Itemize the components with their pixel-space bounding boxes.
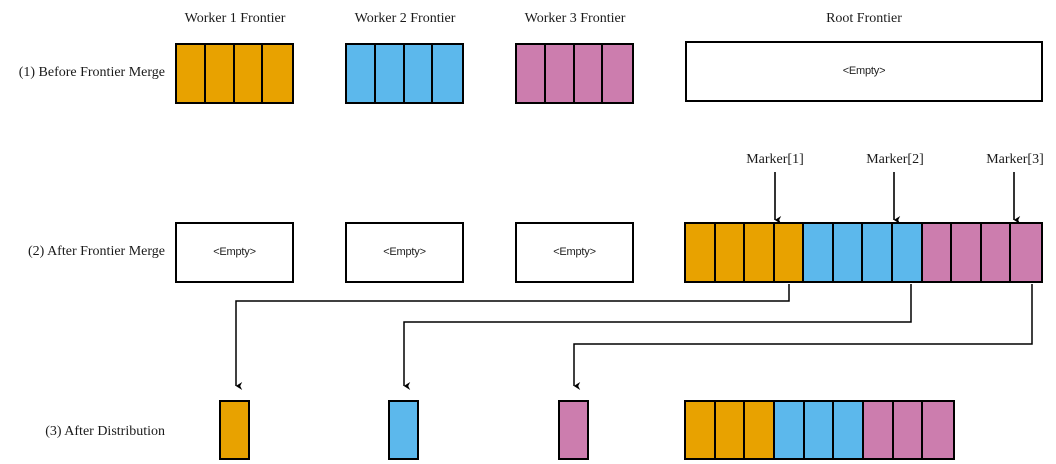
stage2-root-cell — [952, 224, 982, 281]
stage2-worker1-frontier-empty: <Empty> — [175, 222, 294, 283]
stage2-root-cell — [981, 224, 1012, 281]
stage3-root-cell — [804, 402, 835, 458]
column-title-worker-1: Worker 1 Frontier — [184, 11, 286, 26]
stage3-worker3-cell — [560, 402, 587, 458]
stage1-worker1-cell — [205, 45, 235, 102]
stage3-root-frontier — [684, 400, 955, 460]
stage2-root-cell — [804, 224, 834, 281]
stage3-root-cell — [923, 402, 953, 458]
stage3-worker2-cell — [390, 402, 417, 458]
distribution-connector-worker-1 — [235, 284, 790, 390]
stage2-root-cell — [745, 224, 775, 281]
stage1-worker1-cell — [263, 45, 292, 102]
stage1-worker3-cell — [603, 45, 632, 102]
marker-label-2: Marker[2] — [866, 152, 924, 167]
stage3-root-cell — [834, 402, 864, 458]
stage3-root-cell — [863, 402, 894, 458]
stage2-worker2-frontier-empty: <Empty> — [345, 222, 464, 283]
empty-label: <Empty> — [383, 246, 426, 258]
empty-label: <Empty> — [553, 246, 596, 258]
stage1-worker2-cell — [347, 45, 376, 102]
distribution-connector-worker-3 — [573, 284, 1033, 390]
stage2-root-cell — [922, 224, 953, 281]
stage2-root-cell — [893, 224, 923, 281]
stage3-worker1-frontier — [219, 400, 250, 460]
marker-label-3: Marker[3] — [986, 152, 1044, 167]
stage3-root-cell — [774, 402, 805, 458]
marker-label-1: Marker[1] — [746, 152, 804, 167]
stage3-root-cell — [893, 402, 924, 458]
stage2-root-cell — [1011, 224, 1041, 281]
stage1-worker2-frontier — [345, 43, 464, 104]
column-title-worker-3: Worker 3 Frontier — [524, 11, 626, 26]
stage2-root-frontier — [684, 222, 1043, 283]
stage1-worker3-cell — [517, 45, 546, 102]
row-label-before-merge: (1) Before Frontier Merge — [18, 65, 165, 80]
distribution-connector-worker-2 — [403, 284, 912, 390]
stage1-worker3-cell — [545, 45, 575, 102]
empty-label: <Empty> — [213, 246, 256, 258]
stage3-worker3-frontier — [558, 400, 589, 460]
row-label-after-merge: (2) After Frontier Merge — [28, 244, 165, 259]
stage1-worker2-cell — [433, 45, 462, 102]
stage2-root-cell — [715, 224, 746, 281]
column-title-root: Root Frontier — [826, 11, 902, 26]
stage1-worker3-cell — [574, 45, 604, 102]
stage1-worker1-cell — [234, 45, 264, 102]
stage2-root-cell — [863, 224, 894, 281]
stage1-worker2-cell — [404, 45, 434, 102]
column-title-worker-2: Worker 2 Frontier — [354, 11, 456, 26]
empty-label: <Empty> — [842, 65, 886, 77]
stage3-worker2-frontier — [388, 400, 419, 460]
stage2-worker3-frontier-empty: <Empty> — [515, 222, 634, 283]
stage1-worker2-cell — [375, 45, 405, 102]
stage3-root-cell — [715, 402, 746, 458]
stage2-root-cell — [686, 224, 716, 281]
stage2-root-cell — [774, 224, 805, 281]
stage1-worker3-frontier — [515, 43, 634, 104]
stage1-worker1-cell — [177, 45, 206, 102]
stage3-root-cell — [686, 402, 716, 458]
stage3-root-cell — [745, 402, 775, 458]
stage2-root-cell — [833, 224, 864, 281]
row-label-after-distribution: (3) After Distribution — [45, 424, 165, 439]
stage3-worker1-cell — [221, 402, 248, 458]
stage1-root-frontier-empty: <Empty> — [685, 41, 1043, 102]
stage1-worker1-frontier — [175, 43, 294, 104]
